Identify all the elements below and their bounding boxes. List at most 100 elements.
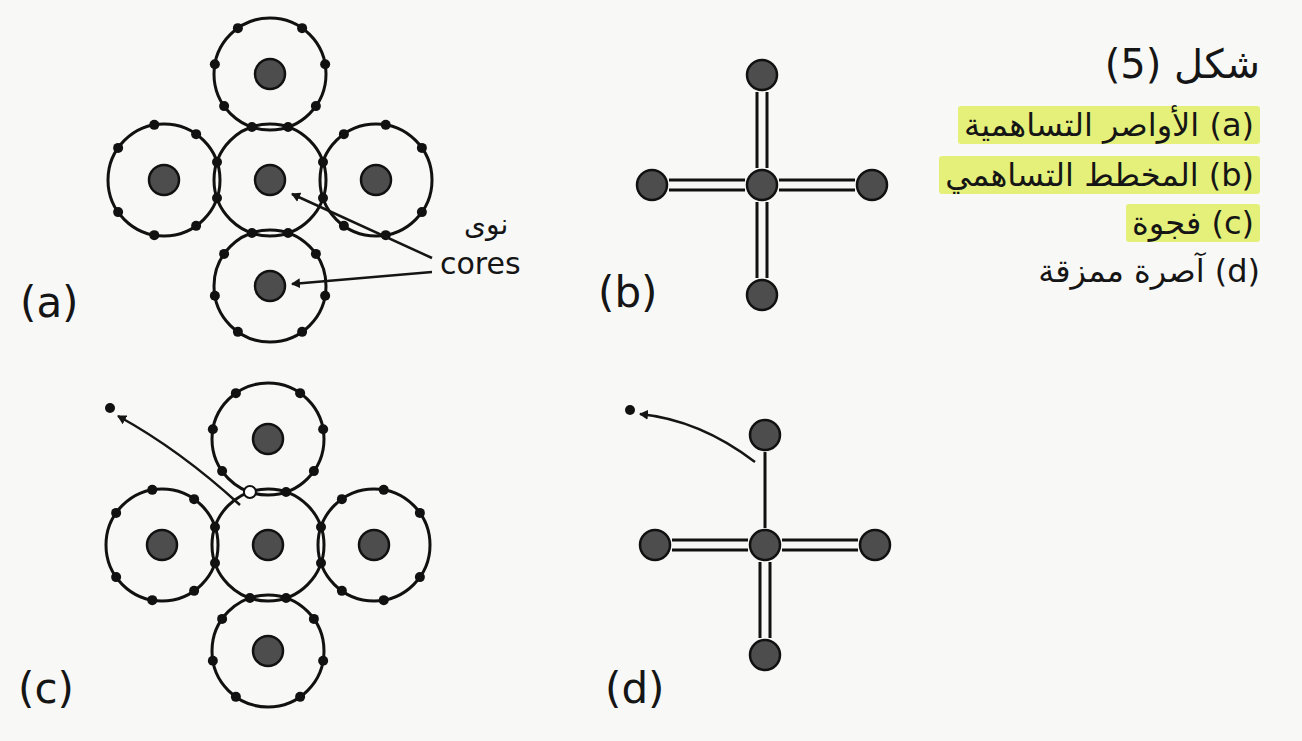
atom-core [640, 530, 670, 560]
electron-dot [417, 207, 427, 217]
electron-dot [295, 692, 305, 702]
electron-dot [189, 494, 199, 504]
electron-dot [311, 249, 321, 259]
electron-dot [379, 595, 389, 605]
electron-shell [108, 124, 220, 236]
covalent-bond-line [779, 179, 855, 182]
atom-core [637, 170, 667, 200]
covalent-bond-line [672, 539, 748, 542]
electron-dot [111, 508, 121, 518]
electron-dot [113, 207, 123, 217]
electron-shell [212, 489, 324, 601]
electron-dot [208, 656, 218, 666]
electron-dot [212, 157, 222, 167]
electron-dot [309, 466, 319, 476]
atom-core [253, 636, 283, 666]
electron-dot [318, 157, 328, 167]
covalent-bond-line [764, 452, 767, 528]
electron-shell [214, 18, 326, 130]
callout-label: cores [440, 246, 521, 282]
electron-dot [311, 101, 321, 111]
electron-dot [210, 291, 220, 301]
electron-dot [105, 403, 115, 413]
electron-dot [212, 193, 222, 203]
electron-shell [214, 230, 326, 342]
electron-dot [316, 558, 326, 568]
electron-dot [210, 59, 220, 69]
atom-core [750, 530, 780, 560]
atom-core [255, 271, 285, 301]
electron-dot [210, 558, 220, 568]
legend-line: (c) فجوة [1126, 204, 1260, 242]
covalent-bond-line [759, 562, 762, 638]
atom-core [147, 530, 177, 560]
electron-dot [339, 129, 349, 139]
electron-dot [339, 221, 349, 231]
electron-dot [219, 101, 229, 111]
atom-core [253, 530, 283, 560]
covalent-bond-line [766, 92, 769, 168]
electron-dot [189, 586, 199, 596]
atom-core [255, 165, 285, 195]
electron-dot [417, 143, 427, 153]
electron-shell [214, 124, 326, 236]
electron-dot [247, 122, 257, 132]
atom-core [860, 530, 890, 560]
electron-shell [320, 124, 432, 236]
electron-dot [231, 388, 241, 398]
figure-letter: (c) [18, 664, 74, 714]
legend-line: (a) الأواصر التساهمية [958, 106, 1260, 144]
electron-dot [233, 327, 243, 337]
legend-line: (d) آصرة ممزقة [1038, 252, 1260, 290]
electron-dot [281, 593, 291, 603]
electron-dot [318, 656, 328, 666]
electron-escape-arrow [118, 416, 240, 505]
electron-dot [111, 572, 121, 582]
electron-dot [297, 23, 307, 33]
atom-core [750, 640, 780, 670]
atom-core [255, 59, 285, 89]
electron-dot [245, 593, 255, 603]
atom-core [747, 280, 777, 310]
electron-dot [191, 221, 201, 231]
electron-dot [415, 508, 425, 518]
electron-dot [316, 522, 326, 532]
callout-label: نوى [464, 208, 508, 242]
electron-dot [149, 230, 159, 240]
figure-title: شكل (5) [1105, 40, 1260, 88]
covalent-bond-line [782, 549, 858, 552]
covalent-bond-line [669, 179, 745, 182]
electron-shell [318, 489, 430, 601]
electron-dot [337, 586, 347, 596]
electron-dot [149, 120, 159, 130]
electron-dot [381, 120, 391, 130]
electron-dot [297, 327, 307, 337]
electron-dot [309, 614, 319, 624]
hole [244, 486, 256, 498]
atom-core [359, 530, 389, 560]
electron-dot [147, 595, 157, 605]
electron-dot [208, 424, 218, 434]
covalent-bond-line [766, 202, 769, 278]
atom-core [253, 424, 283, 454]
leader-arrow [292, 194, 432, 258]
atom-core [361, 165, 391, 195]
electron-dot [320, 291, 330, 301]
electron-dot [337, 494, 347, 504]
covalent-bond-line [669, 189, 745, 192]
atom-core [857, 170, 887, 200]
electron-dot [320, 59, 330, 69]
electron-shell [212, 383, 324, 495]
covalent-bond-line [769, 562, 772, 638]
covalent-bond-line [779, 189, 855, 192]
electron-dot [415, 572, 425, 582]
electron-dot [283, 228, 293, 238]
electron-dot [295, 388, 305, 398]
electron-dot [233, 23, 243, 33]
electron-dot [191, 129, 201, 139]
electron-dot [281, 487, 291, 497]
electron-dot [625, 405, 635, 415]
electron-dot [210, 522, 220, 532]
atom-core [747, 170, 777, 200]
figure-letter: (a) [20, 278, 79, 328]
